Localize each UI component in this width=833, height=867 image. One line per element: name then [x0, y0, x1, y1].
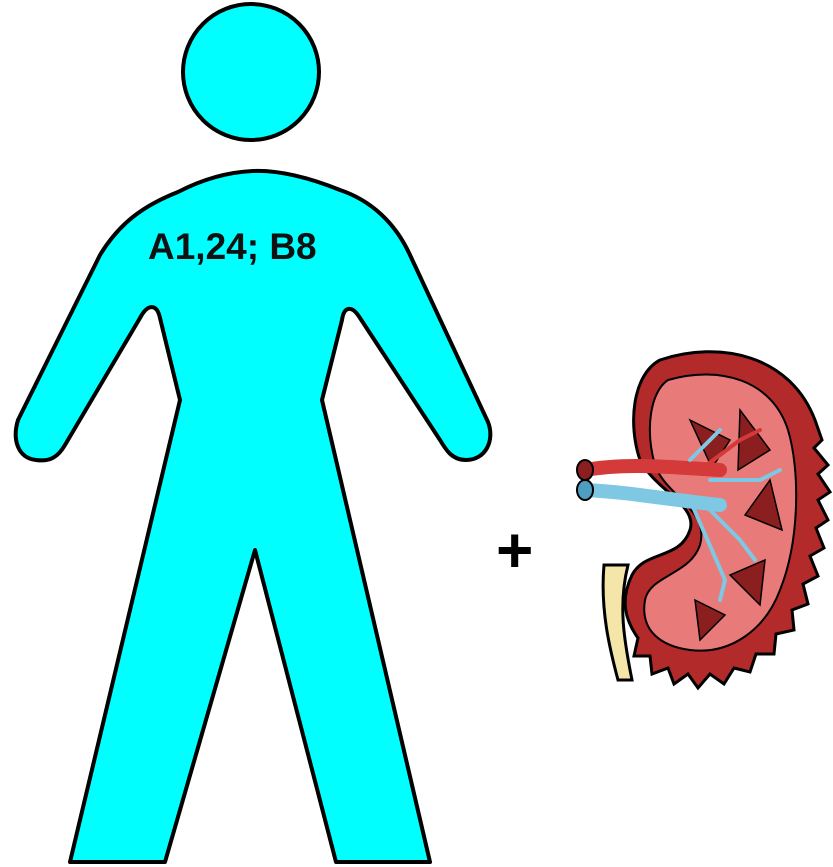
person-body [16, 171, 491, 862]
artery-opening [577, 460, 593, 480]
kidney-icon [577, 352, 830, 688]
plus-sign: + [496, 518, 533, 582]
person-figure [16, 4, 491, 862]
person-hla-label: A1,24; B8 [148, 228, 317, 265]
person-head [183, 4, 319, 140]
vein-opening [577, 480, 593, 500]
